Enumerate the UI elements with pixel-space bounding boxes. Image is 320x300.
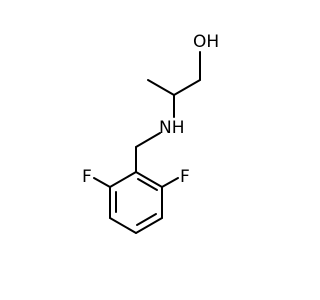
- bond-ring-f-right: [161, 177, 179, 188]
- atom-label-nitrogen: NH: [159, 118, 185, 138]
- bonds: [93, 51, 201, 234]
- ring-bond-1: [135, 171, 163, 188]
- ring-bond-6: [109, 171, 137, 188]
- ring-double-bond-1: [137, 178, 158, 191]
- atom-labels: OH NH F F: [82, 32, 219, 187]
- ring-double-bond-2: [136, 213, 157, 226]
- atom-label-fluorine-left: F: [82, 167, 92, 187]
- bond-c2-methyl: [147, 79, 175, 96]
- molecule-canvas: OH NH F F: [82, 32, 219, 234]
- molecule-structure: OH NH F F: [82, 32, 219, 234]
- ring-bond-3: [135, 217, 163, 234]
- atom-label-oxygen: OH: [193, 32, 219, 52]
- bond-nh-ch2: [135, 132, 161, 148]
- bond-ring-f-left: [93, 177, 111, 188]
- ring-bond-4: [109, 217, 137, 234]
- atom-label-fluorine-right: F: [180, 167, 190, 187]
- bond-c1-c2: [173, 79, 201, 96]
